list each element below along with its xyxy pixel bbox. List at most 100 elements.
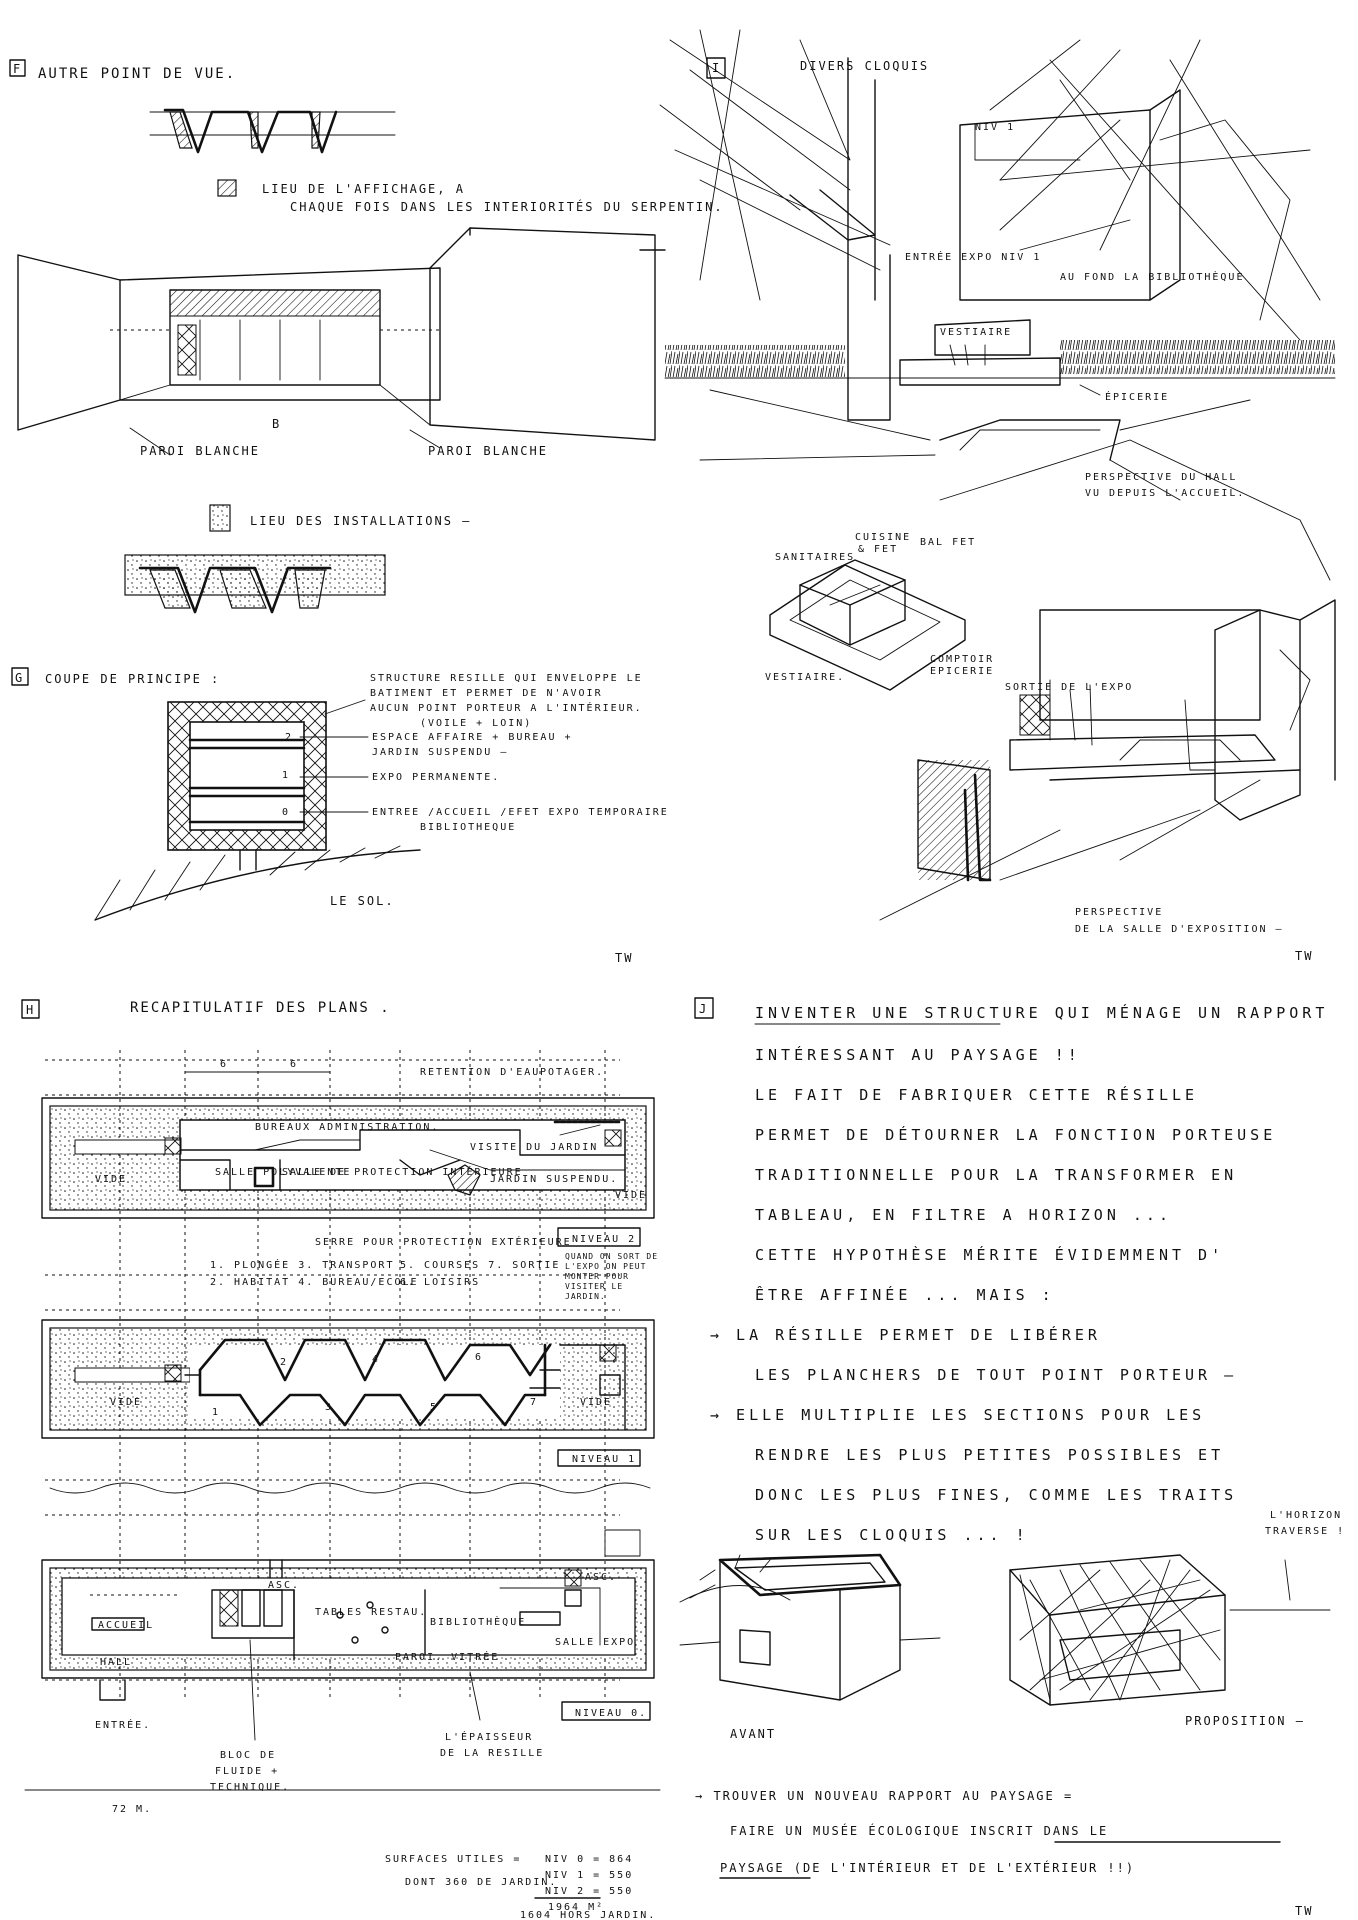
signature-j: TW xyxy=(1295,1904,1313,1918)
label-niv1: NIV 1 xyxy=(975,122,1015,133)
sheet-h-title: RECAPITULATIF DES PLANS . xyxy=(130,1000,391,1016)
sheet-f-title: AUTRE POINT DE VUE. xyxy=(38,66,236,82)
entree-arrow xyxy=(99,1679,126,1701)
plan2-retention: RETENTION D'EAU xyxy=(420,1067,540,1078)
sheet-h-letter: H xyxy=(26,1003,35,1017)
caption-3: PERSPECTIVE xyxy=(1075,907,1163,918)
plan1-room-1: 1 xyxy=(212,1407,220,1418)
plan2-jardin: JARDIN SUSPENDU. xyxy=(490,1174,618,1185)
plan2-vide-r: VIDE xyxy=(615,1190,647,1201)
label-fond: AU FOND LA BIBLIOTHÈQUE xyxy=(1060,270,1244,283)
legend-install: LIEU DES INSTALLATIONS — xyxy=(250,514,471,528)
plan0-entree: ENTRÉE. xyxy=(95,1718,151,1731)
level-1: 1 xyxy=(282,770,290,781)
label-avant: AVANT xyxy=(730,1727,776,1741)
leader-right-wall xyxy=(409,429,441,449)
dim-6a: 6 xyxy=(220,1059,228,1070)
label-horizon-2: TRAVERSE ! xyxy=(1265,1526,1345,1537)
legend-2: 2. HABITAT 4. BUREAU/ECOLE xyxy=(210,1277,419,1288)
plan0-asc-l: ASC. xyxy=(268,1580,300,1591)
label-proposition: PROPOSITION — xyxy=(1185,1714,1305,1728)
surf-hors: 1604 HORS JARDIN. xyxy=(520,1910,656,1920)
level-2: 2 xyxy=(285,732,293,743)
plan0-asc-r: ASC. xyxy=(585,1572,617,1583)
plan-niveau-1 xyxy=(41,1319,655,1439)
plan1-room-4: 4 xyxy=(372,1354,380,1365)
j-line-7: CETTE HYPOTHÈSE MÉRITE ÉVIDEMMENT D' xyxy=(755,1245,1224,1264)
plan0-epaisseur-1: L'ÉPAISSEUR xyxy=(445,1730,533,1743)
label-vestiaire: VESTIAIRE xyxy=(940,327,1012,338)
legend-6: 6. LOISIRS xyxy=(400,1277,480,1288)
note-4: (VOILE + LOIN) xyxy=(420,718,532,729)
plan1-vide-r: VIDE xyxy=(580,1397,612,1408)
j-line-4: PERMET DE DÉTOURNER LA FONCTION PORTEUSE xyxy=(755,1125,1276,1144)
avant-sketch xyxy=(679,1553,941,1701)
sheet-h: H RECAPITULATIF DES PLANS . 6 6 RETENTIO xyxy=(21,999,661,1920)
sheet-i-letter-box xyxy=(706,57,726,79)
plan2-bureaux: BUREAUX ADMINISTRATION. xyxy=(255,1122,439,1133)
sheet-f-letter-box xyxy=(9,59,26,77)
plan0-biblio: BIBLIOTHÈQUE xyxy=(430,1615,526,1628)
sheet-g-title: COUPE DE PRINCIPE : xyxy=(45,672,220,686)
axo-comptoir-2: EPICERIE xyxy=(930,666,994,677)
niveau-1: NIVEAU 1 xyxy=(572,1454,636,1465)
label-entree: ENTRÉE EXPO NIV 1 xyxy=(905,250,1041,263)
sheet-f-letter: F xyxy=(13,62,22,76)
plan-niveau-0 xyxy=(41,1529,655,1679)
level-leaders xyxy=(299,736,369,813)
plan1-vide-l: VIDE xyxy=(110,1397,142,1408)
plan1-room-6: 6 xyxy=(475,1352,483,1363)
caption-2: VU DEPUIS L'ACCUEIL. xyxy=(1085,488,1245,499)
label-right-wall: PAROI BLANCHE xyxy=(428,444,548,458)
axo-cuisine-2: & FET xyxy=(858,544,898,555)
leader-left-wall xyxy=(129,427,171,456)
axo-block xyxy=(769,559,966,691)
plan2-visite: VISITE DU JARDIN xyxy=(470,1142,598,1153)
plan0-paroi: PAROI. VITRÉE xyxy=(395,1650,499,1663)
sheet-f: F AUTRE POINT DE VUE. LIEU DE L'AFFICHAG… xyxy=(9,59,722,614)
surf-2: NIV 2 = 550 xyxy=(545,1886,633,1897)
legend-5: 5. COURSES 7. SORTIE xyxy=(400,1260,560,1271)
exhibition-perspective xyxy=(879,439,1336,921)
caption-1: PERSPECTIVE DU HALL xyxy=(1085,472,1237,483)
scale: 72 M. xyxy=(112,1804,152,1815)
j-line-9: → LA RÉSILLE PERMET DE LIBÉRER xyxy=(710,1325,1101,1344)
plan2-salle-prot: SALLE DE PROTECTION INTÉRIEURE xyxy=(282,1165,523,1178)
signature-i: TW xyxy=(1295,949,1313,963)
dim-6b: 6 xyxy=(290,1059,298,1070)
surf-0: NIV 0 = 864 xyxy=(545,1854,633,1865)
plan1-room-3: 3 xyxy=(325,1402,333,1413)
note-1: STRUCTURE RESILLE QUI ENVELOPPE LE xyxy=(370,673,643,684)
j-line-5: TRADITIONNELLE POUR LA TRANSFORMER EN xyxy=(755,1166,1237,1184)
caption-4: DE LA SALLE D'EXPOSITION — xyxy=(1075,924,1284,935)
surf-label: SURFACES UTILES = xyxy=(385,1854,521,1865)
niveau-0: NIVEAU 0. xyxy=(575,1708,647,1719)
plan0-bloc-2: FLUIDE + xyxy=(215,1766,279,1777)
plan2-salle-pol: SALLE POLYVALENTE xyxy=(215,1167,351,1178)
j-line-11: → ELLE MULTIPLIE LES SECTIONS POUR LES xyxy=(710,1406,1205,1424)
j-line-10: LES PLANCHERS DE TOUT POINT PORTEUR — xyxy=(755,1366,1237,1384)
label-b: B xyxy=(272,417,281,431)
label-l2b: JARDIN SUSPENDU — xyxy=(372,747,508,758)
label-l0a: ENTREE /ACCUEIL /EFET EXPO TEMPORAIRE xyxy=(372,807,669,818)
label-epicerie: ÉPICERIE xyxy=(1105,390,1169,403)
axo-balfet: BAL FET xyxy=(920,537,976,548)
niveau-2-box xyxy=(557,1227,641,1247)
j-line-2: INTÉRESSANT AU PAYSAGE !! xyxy=(755,1045,1081,1064)
leader-epaisseur xyxy=(469,1671,481,1721)
label-horizon-1: L'HORIZON xyxy=(1270,1510,1342,1521)
surf-garden: DONT 360 DE JARDIN. xyxy=(405,1877,557,1888)
legend-display: LIEU DE L'AFFICHAGE, A xyxy=(262,182,465,196)
label-sortie: SORTIE DE L'EXPO xyxy=(1005,682,1133,693)
axo-comptoir-1: COMPTOIR xyxy=(930,654,994,665)
serpentin-plan-install xyxy=(124,554,386,614)
install-legend-swatch xyxy=(209,504,231,532)
axo-vestiaire: VESTIAIRE. xyxy=(765,672,845,683)
perspective-f xyxy=(17,227,666,441)
sheet-g: G COUPE DE PRINCIPE : STRUCTURE RESILLE … xyxy=(11,667,669,921)
sheet-i-letter: I xyxy=(712,61,721,75)
legend-1: 1. PLONGÉE 3. TRANSPORT xyxy=(210,1258,394,1271)
plan2-vide-l: VIDE xyxy=(95,1174,127,1185)
j-line-12: RENDRE LES PLUS PETITES POSSIBLES ET xyxy=(755,1446,1224,1464)
